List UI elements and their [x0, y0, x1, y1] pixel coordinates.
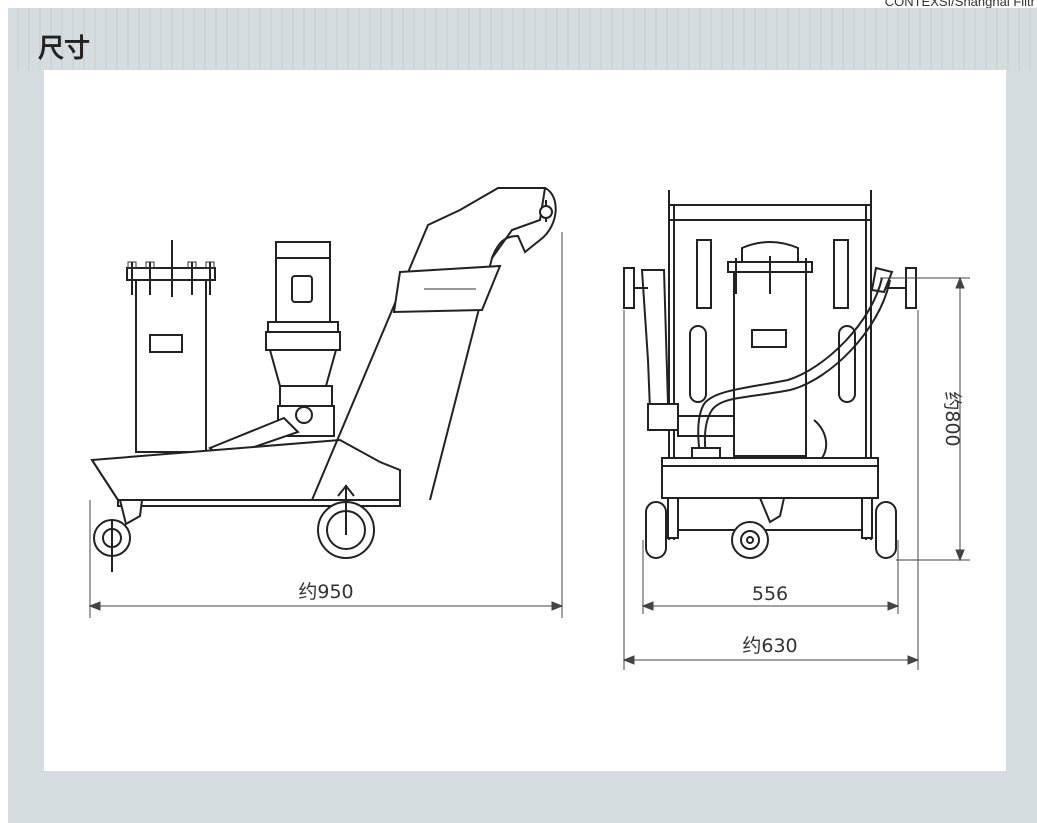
front-view: 约800 556 约630	[622, 190, 970, 670]
front-right-slot	[833, 239, 849, 309]
left-handle-front	[623, 267, 735, 437]
filter-housing-front	[727, 241, 813, 457]
wheel-large-side	[317, 484, 375, 559]
filter-housing-side	[126, 240, 216, 453]
watermark-text: CONTEXSI/Shanghai Filtr	[884, 0, 1035, 9]
base-frame-side	[90, 438, 401, 507]
page-title: 尺寸	[38, 34, 91, 64]
dimension-front-height: 约800	[880, 276, 970, 562]
front-frame	[661, 190, 879, 540]
hose-front	[691, 277, 891, 459]
side-view: 约950	[88, 187, 564, 618]
wheel-small-side	[93, 499, 144, 572]
dimension-front-outer-width: 约630	[622, 310, 920, 670]
label-side-length: 约950	[298, 581, 353, 603]
label-front-outer-width: 约630	[742, 635, 797, 657]
pump-motor-side	[208, 241, 341, 460]
label-front-inner-width: 556	[752, 583, 788, 605]
front-left-slot	[696, 239, 712, 309]
dimension-front-inner-width: 556	[641, 540, 900, 614]
handle-side	[311, 187, 557, 501]
right-handle-front	[870, 266, 917, 309]
wheels-front	[645, 497, 897, 559]
label-front-height: 约800	[941, 391, 963, 446]
title-bar: 尺寸	[8, 8, 1037, 70]
dimension-side-length: 约950	[88, 232, 564, 618]
